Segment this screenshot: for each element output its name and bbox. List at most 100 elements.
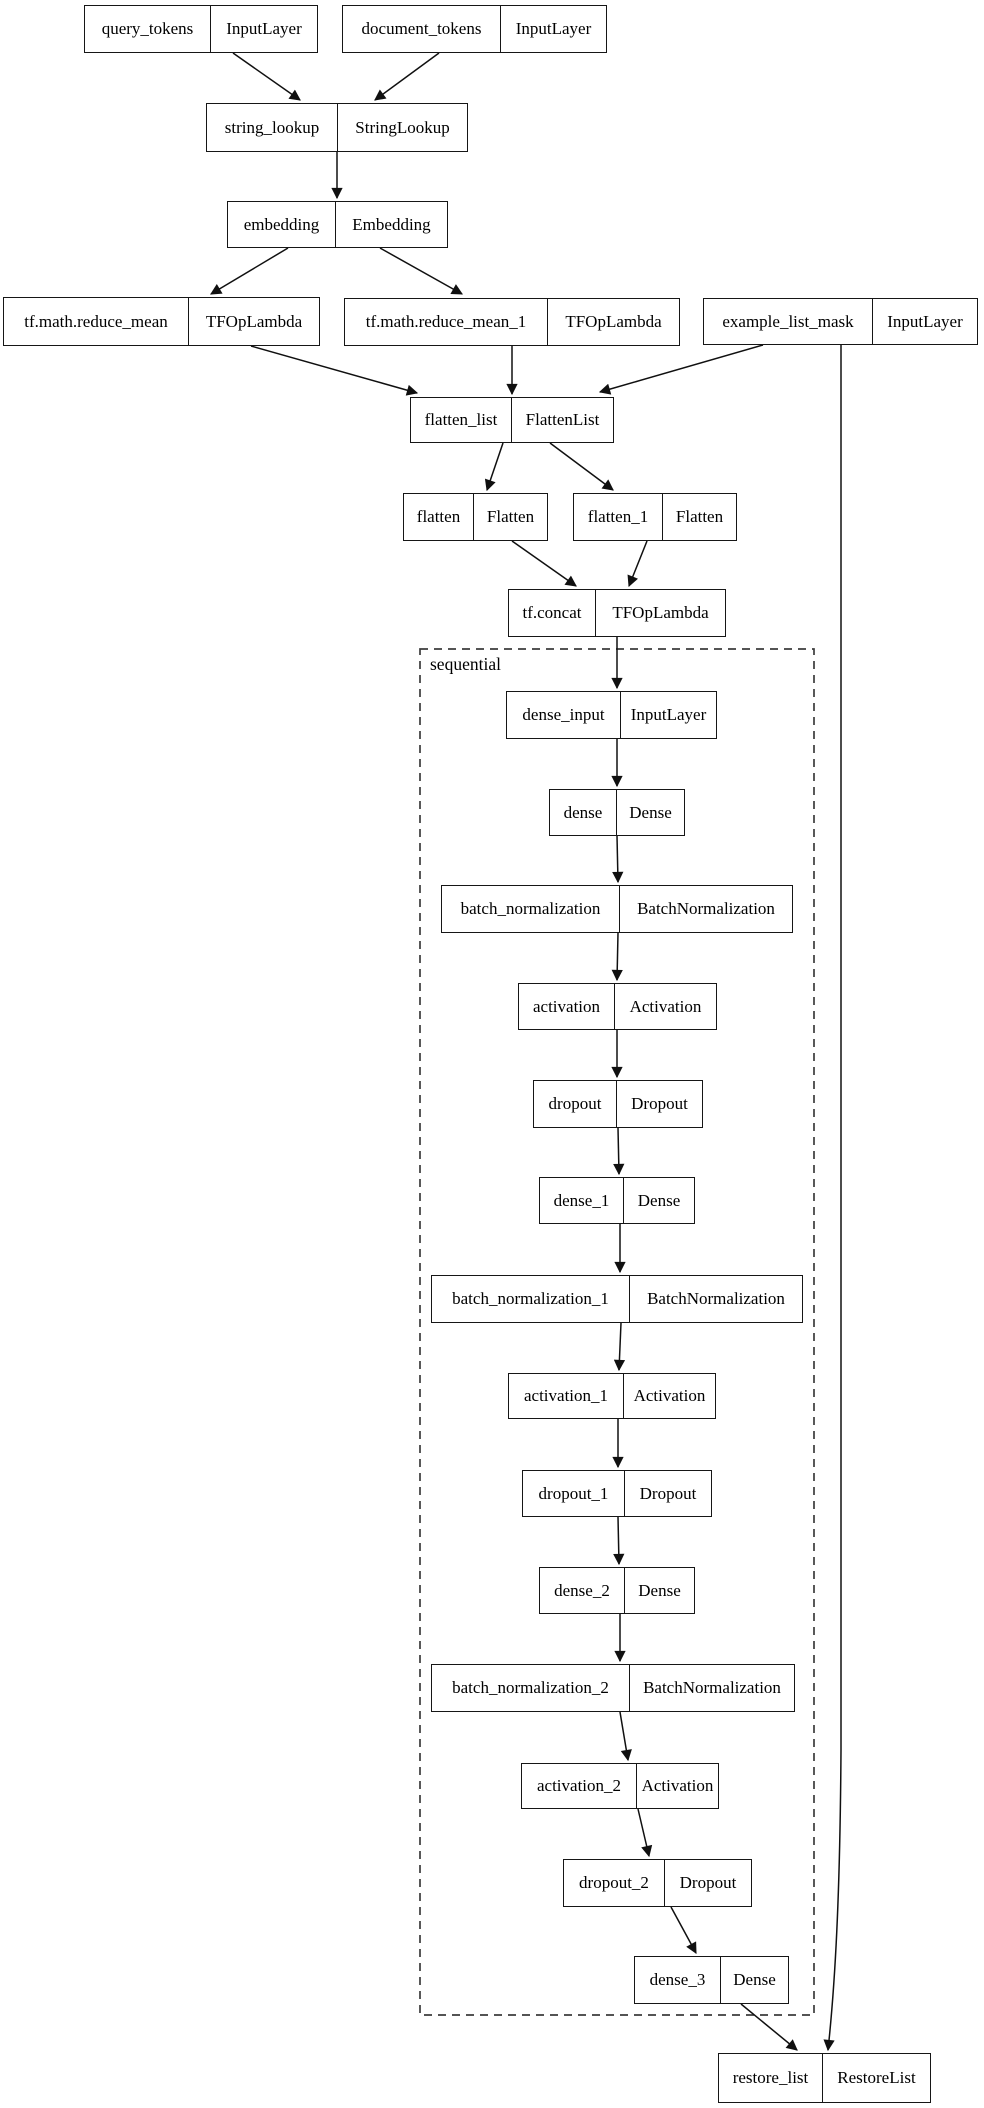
layer-class-label: Dense: [629, 802, 672, 822]
edge-query_tokens-to-string_lookup: [232, 52, 301, 101]
layer-class-label: RestoreList: [837, 2068, 916, 2087]
layer-class-label: BatchNormalization: [647, 1289, 785, 1308]
edge-dropout_1-to-dense_2: [613, 1516, 625, 1566]
edge-flatten-to-tf.concat: [511, 540, 577, 587]
layer-name-label: string_lookup: [207, 104, 338, 151]
edge-example_list_mask-to-restore_list: [823, 345, 842, 2052]
layer-name-label: dense_2: [540, 1568, 625, 1613]
node-flatten_list: flatten_list FlattenList: [410, 397, 614, 443]
edge-dense-to-batch_normalization: [612, 835, 624, 884]
layer-name-label: dense_input: [507, 692, 621, 738]
layer-name-label: restore_list: [719, 2054, 823, 2102]
edge-activation_2-to-dropout_2: [637, 1808, 653, 1858]
layer-class-label: Dense: [638, 1580, 681, 1600]
layer-class-label: Dense: [733, 1970, 776, 1989]
sequential-cluster-label: sequential: [430, 654, 501, 674]
edge-document_tokens-to-string_lookup: [374, 52, 440, 101]
edge-embedding-to-tf.math.reduce_mean_1: [379, 247, 463, 295]
layer-class-label: InputLayer: [630, 705, 707, 724]
node-tf.math.reduce_mean_1: tf.math.reduce_mean_1 TFOpLambda: [344, 298, 680, 346]
node-embedding: embedding Embedding: [227, 201, 448, 248]
edge-embedding-to-tf.math.reduce_mean: [210, 247, 289, 295]
layer-class-label: BatchNormalization: [637, 899, 775, 918]
layer-class-label: StringLookup: [355, 117, 450, 137]
layer-name-label: flatten_list: [411, 398, 512, 442]
layer-name-label: dropout_1: [523, 1471, 625, 1516]
node-dense_3: dense_3 Dense: [634, 1956, 789, 2004]
edge-batch_normalization-to-activation: [611, 932, 623, 982]
node-flatten: flatten Flatten: [403, 493, 548, 541]
edge-flatten_1-to-tf.concat: [627, 540, 648, 588]
node-activation_1: activation_1 Activation: [508, 1373, 716, 1419]
layer-name-label: dense: [550, 790, 617, 835]
edge-tf.math.reduce_mean-to-flatten_list: [250, 345, 419, 396]
layer-name-label: document_tokens: [343, 6, 501, 52]
edge-batch_normalization_1-to-activation_1: [613, 1322, 626, 1372]
node-batch_normalization_1: batch_normalization_1 BatchNormalization: [431, 1275, 803, 1323]
layer-name-label: batch_normalization_2: [432, 1665, 630, 1711]
node-dropout: dropout Dropout: [533, 1080, 703, 1128]
layer-class-label: Dense: [637, 1190, 681, 1210]
layer-name-label: flatten: [404, 494, 474, 540]
layer-name-label: tf.math.reduce_mean_1: [345, 299, 548, 345]
node-batch_normalization: batch_normalization BatchNormalization: [441, 885, 793, 933]
node-dense_1: dense_1 Dense: [539, 1177, 695, 1224]
edge-example_list_mask-to-flatten_list: [598, 344, 764, 395]
edge-dropout_2-to-dense_3: [670, 1906, 697, 1954]
layer-name-label: tf.math.reduce_mean: [4, 298, 189, 345]
node-flatten_1: flatten_1 Flatten: [573, 493, 737, 541]
layer-name-label: batch_normalization_1: [432, 1276, 630, 1322]
node-example_list_mask: example_list_mask InputLayer: [703, 298, 978, 345]
layer-name-label: dense_1: [540, 1178, 624, 1223]
layer-class-label: BatchNormalization: [643, 1678, 781, 1697]
node-tf.concat: tf.concat TFOpLambda: [508, 589, 726, 637]
layer-class-label: TFOpLambda: [612, 603, 709, 622]
layer-name-label: batch_normalization: [442, 886, 620, 932]
layer-class-label: InputLayer: [887, 311, 963, 331]
node-dense: dense Dense: [549, 789, 685, 836]
node-restore_list: restore_list RestoreList: [718, 2053, 931, 2103]
layer-class-label: InputLayer: [226, 19, 302, 38]
layer-class-label: Flatten: [675, 507, 724, 526]
layer-name-label: flatten_1: [574, 494, 663, 540]
layer-name-label: embedding: [228, 202, 336, 247]
layer-class-label: Flatten: [486, 507, 535, 526]
layer-class-label: Dropout: [679, 1873, 737, 1892]
layer-name-label: activation_1: [509, 1374, 624, 1418]
node-query_tokens: query_tokens InputLayer: [84, 5, 318, 53]
node-tf.math.reduce_mean: tf.math.reduce_mean TFOpLambda: [3, 297, 320, 346]
node-dropout_2: dropout_2 Dropout: [563, 1859, 752, 1907]
layer-name-label: dropout: [534, 1081, 617, 1127]
node-dropout_1: dropout_1 Dropout: [522, 1470, 712, 1517]
layer-class-label: Dropout: [639, 1483, 697, 1503]
edge-flatten_list-to-flatten_1: [549, 442, 614, 491]
layer-class-label: Activation: [641, 1776, 714, 1795]
layer-name-label: activation_2: [522, 1764, 637, 1808]
edge-flatten_list-to-flatten: [484, 442, 504, 492]
layer-class-label: InputLayer: [515, 19, 592, 38]
node-dense_2: dense_2 Dense: [539, 1567, 695, 1614]
layer-name-label: dense_3: [635, 1957, 721, 2003]
layer-name-label: activation: [519, 984, 615, 1029]
node-batch_normalization_2: batch_normalization_2 BatchNormalization: [431, 1664, 795, 1712]
edge-dense_3-to-restore_list: [740, 2003, 798, 2051]
layer-class-label: TFOpLambda: [205, 311, 303, 331]
layer-class-label: Embedding: [352, 214, 431, 234]
edge-batch_normalization_2-to-activation_2: [619, 1711, 632, 1762]
layer-name-label: tf.concat: [509, 590, 596, 636]
node-document_tokens: document_tokens InputLayer: [342, 5, 607, 53]
layer-class-label: FlattenList: [525, 410, 600, 429]
node-dense_input: dense_input InputLayer: [506, 691, 717, 739]
layer-name-label: dropout_2: [564, 1860, 665, 1906]
layer-class-label: Dropout: [631, 1094, 688, 1113]
layer-class-label: Activation: [633, 1386, 706, 1405]
layer-name-label: query_tokens: [85, 6, 211, 52]
layer-class-label: TFOpLambda: [565, 312, 662, 331]
layer-name-label: example_list_mask: [704, 299, 873, 344]
node-string_lookup: string_lookup StringLookup: [206, 103, 468, 152]
edge-dropout-to-dense_1: [613, 1127, 625, 1176]
